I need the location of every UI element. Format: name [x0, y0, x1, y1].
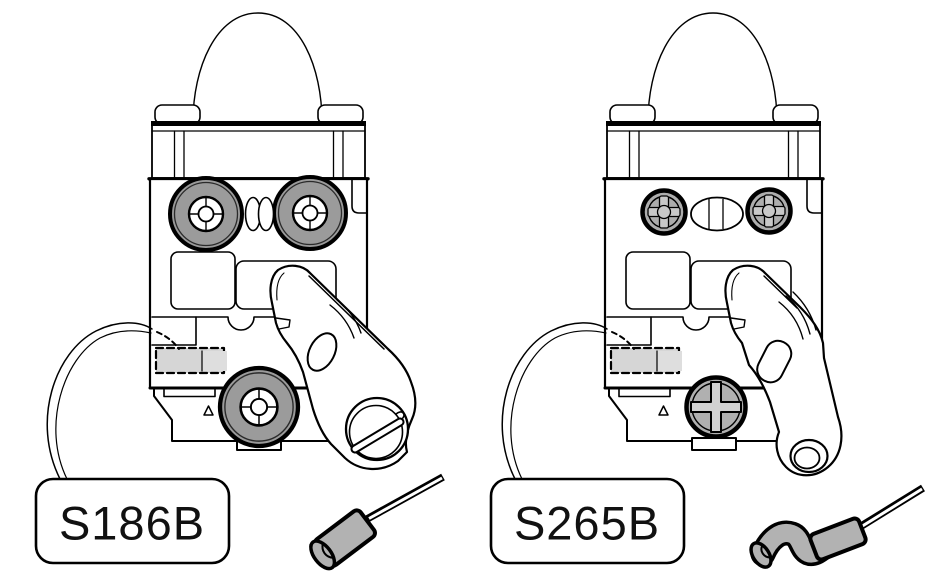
lever-bracket-right — [724, 264, 843, 477]
straight-cylinder-probe-icon — [309, 473, 445, 571]
callout-label-left: S186B — [59, 497, 205, 550]
bottom-dial-icon — [220, 368, 298, 446]
gas-dial-right-icon — [272, 175, 348, 251]
oval-detail-icon — [690, 196, 744, 232]
peanut-detail-icon — [244, 196, 275, 232]
recessed-screw-left-icon — [643, 191, 686, 234]
callout-box-right — [489, 477, 686, 565]
bent-elbow-probe-icon — [749, 484, 925, 569]
valve-s265b — [602, 11, 843, 477]
phillips-screw-icon — [684, 375, 748, 439]
recessed-screw-right-icon — [748, 190, 791, 233]
callout-box-left — [34, 477, 231, 565]
gas-dial-left-icon — [168, 176, 244, 252]
ring-eyelet-icon — [789, 438, 829, 474]
valve-s186b — [147, 11, 417, 470]
callout-label-right: S265B — [514, 497, 660, 550]
callout-s265b: S265B — [489, 477, 686, 565]
slotted-cylinder-fitting-icon — [344, 396, 410, 462]
callout-s186b: S186B — [34, 477, 231, 565]
